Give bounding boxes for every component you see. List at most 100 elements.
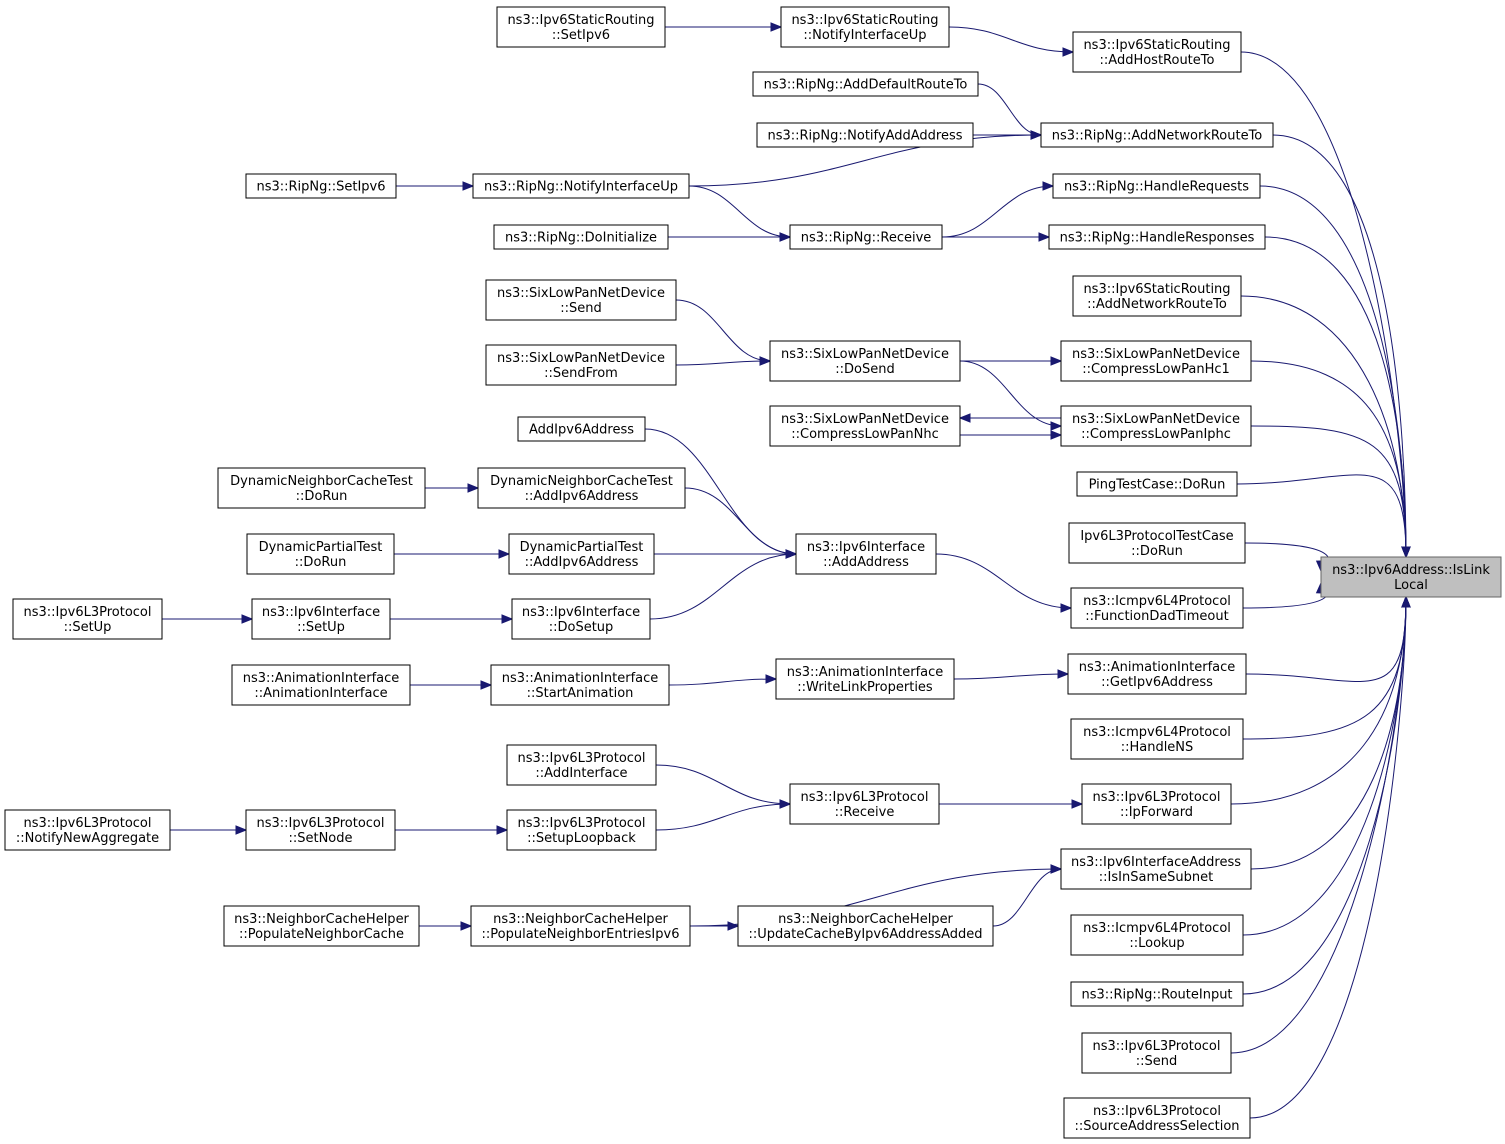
graph-node[interactable]: ns3::RipNg::HandleRequests: [1052, 173, 1261, 199]
graph-node[interactable]: ns3::Ipv6L3Protocol::NotifyNewAggregate: [4, 809, 171, 851]
node-label: ns3::Ipv6StaticRouting: [1083, 282, 1230, 297]
node-box: [795, 533, 937, 575]
graph-node[interactable]: ns3::SixLowPanNetDevice::CompressLowPanI…: [1060, 405, 1252, 447]
node-label: ns3::Ipv6StaticRouting: [507, 13, 654, 28]
graph-node[interactable]: ns3::RipNg::HandleResponses: [1048, 224, 1266, 250]
graph-node[interactable]: ns3::Ipv6StaticRouting::SetIpv6: [496, 6, 666, 48]
node-box: [517, 416, 646, 442]
node-box: [780, 6, 950, 48]
call-edge: [390, 614, 514, 624]
graph-node[interactable]: AddIpv6Address: [517, 416, 646, 442]
node-label: ::AddIpv6Address: [525, 489, 639, 504]
node-box: [477, 467, 686, 509]
node-label: ns3::RipNg::DoInitialize: [505, 231, 657, 246]
arrowhead: [779, 232, 792, 242]
node-label: ns3::Ipv6Interface: [262, 605, 380, 620]
graph-node[interactable]: ns3::RipNg::RouteInput: [1070, 981, 1244, 1007]
node-label: DynamicNeighborCacheTest: [490, 474, 673, 489]
node-box: [246, 533, 395, 575]
node-label: ns3::AnimationInterface: [1079, 660, 1236, 675]
graph-node[interactable]: ns3::Ipv6InterfaceAddress::IsInSameSubne…: [1060, 848, 1252, 890]
call-edge: [1242, 595, 1411, 740]
graph-node[interactable]: PingTestCase::DoRun: [1076, 471, 1238, 497]
node-label: ::SetUp: [64, 620, 112, 635]
graph-node[interactable]: ns3::Ipv6L3Protocol::Send: [1081, 1032, 1232, 1074]
graph-node[interactable]: DynamicNeighborCacheTest::AddIpv6Address: [477, 467, 686, 509]
call-edge: [396, 181, 475, 191]
node-label: DynamicPartialTest: [520, 540, 644, 555]
node-label: ::SetIpv6: [552, 28, 610, 43]
graph-node[interactable]: ns3::RipNg::DoInitialize: [493, 224, 669, 250]
call-edge: [1264, 236, 1411, 559]
node-label: ns3::Icmpv6L4Protocol: [1083, 921, 1231, 936]
graph-node[interactable]: DynamicPartialTest::DoRun: [246, 533, 395, 575]
node-box: [12, 598, 163, 640]
graph-node[interactable]: ns3::SixLowPanNetDevice::SendFrom: [485, 344, 677, 386]
graph-node[interactable]: ns3::RipNg::NotifyAddAddress: [756, 122, 974, 148]
graph-node[interactable]: ns3::Ipv6L3Protocol::Receive: [789, 783, 940, 825]
node-box: [1070, 914, 1244, 956]
node-label: ns3::SixLowPanNetDevice: [1072, 347, 1240, 362]
graph-node[interactable]: ns3::AnimationInterface::GetIpv6Address: [1067, 653, 1247, 695]
call-edge: [942, 232, 1051, 242]
node-box: [1070, 981, 1244, 1007]
arrowhead: [759, 356, 772, 366]
graph-node[interactable]: ns3::Icmpv6L4Protocol::HandleNS: [1070, 718, 1244, 760]
node-box: [485, 279, 677, 321]
graph-node[interactable]: ns3::NeighborCacheHelper::UpdateCacheByI…: [737, 905, 994, 947]
node-label: ns3::Icmpv6L4Protocol: [1083, 594, 1231, 609]
graph-node[interactable]: ns3::SixLowPanNetDevice::CompressLowPanN…: [769, 405, 961, 447]
graph-node[interactable]: ns3::Ipv6Interface::AddAddress: [795, 533, 937, 575]
node-label: ::AnimationInterface: [254, 686, 387, 701]
graph-node[interactable]: ns3::RipNg::Receive: [789, 224, 943, 250]
node-label: ns3::SixLowPanNetDevice: [1072, 412, 1240, 427]
graph-node[interactable]: ns3::Ipv6StaticRouting::AddNetworkRouteT…: [1072, 275, 1242, 317]
graph-node[interactable]: ns3::Icmpv6L4Protocol::Lookup: [1070, 914, 1244, 956]
graph-node[interactable]: ns3::RipNg::SetIpv6: [245, 173, 397, 199]
node-label: ::AddNetworkRouteTo: [1087, 297, 1227, 312]
graph-node[interactable]: ns3::Ipv6Interface::SetUp: [251, 598, 391, 640]
graph-node[interactable]: Ipv6L3ProtocolTestCase::DoRun: [1068, 522, 1246, 564]
graph-node[interactable]: ns3::Ipv6L3Protocol::SetupLoopback: [506, 809, 657, 851]
node-label: ::IsInSameSubnet: [1099, 870, 1213, 885]
node-box: [737, 905, 994, 947]
graph-node[interactable]: DynamicNeighborCacheTest::DoRun: [217, 467, 426, 509]
node-label: ::StartAnimation: [527, 686, 634, 701]
node-label: ns3::RipNg::AddDefaultRouteTo: [764, 78, 968, 93]
graph-node[interactable]: DynamicPartialTest::AddIpv6Address: [508, 533, 655, 575]
graph-node[interactable]: ns3::RipNg::AddNetworkRouteTo: [1040, 122, 1274, 148]
graph-node[interactable]: ns3::AnimationInterface::AnimationInterf…: [231, 664, 411, 706]
node-label: ::UpdateCacheByIpv6AddressAdded: [748, 927, 982, 942]
graph-node[interactable]: ns3::Ipv6StaticRouting::AddHostRouteTo: [1072, 31, 1242, 73]
node-label: ns3::RipNg::SetIpv6: [256, 180, 385, 195]
graph-node[interactable]: ns3::RipNg::AddDefaultRouteTo: [752, 71, 979, 97]
graph-node[interactable]: ns3::Ipv6Interface::DoSetup: [511, 598, 651, 640]
graph-node[interactable]: ns3::Ipv6L3Protocol::IpForward: [1081, 783, 1232, 825]
graph-node[interactable]: ns3::Icmpv6L4Protocol::FunctionDadTimeou…: [1070, 587, 1244, 629]
arrowhead: [1071, 799, 1084, 809]
graph-node[interactable]: ns3::SixLowPanNetDevice::CompressLowPanH…: [1060, 340, 1252, 382]
node-label: ::GetIpv6Address: [1101, 675, 1213, 690]
graph-node[interactable]: ns3::SixLowPanNetDevice::DoSend: [769, 340, 961, 382]
arrowhead: [765, 674, 778, 684]
graph-node[interactable]: ns3::Ipv6L3Protocol::AddInterface: [506, 744, 657, 786]
node-box: [1060, 405, 1252, 447]
graph-node[interactable]: ns3::Ipv6L3Protocol::SetUp: [12, 598, 163, 640]
graph-node[interactable]: ns3::AnimationInterface::StartAnimation: [490, 664, 670, 706]
graph-node[interactable]: ns3::Ipv6L3Protocol::SourceAddressSelect…: [1063, 1097, 1251, 1139]
call-edge: [675, 356, 772, 366]
node-box: [756, 122, 974, 148]
node-label: ::SourceAddressSelection: [1074, 1119, 1239, 1134]
node-label: ::CompressLowPanNhc: [791, 427, 938, 442]
node-label: ns3::RipNg::AddNetworkRouteTo: [1052, 129, 1263, 144]
graph-node[interactable]: ns3::NeighborCacheHelper::PopulateNeighb…: [470, 905, 691, 947]
graph-node[interactable]: ns3::Ipv6StaticRouting::NotifyInterfaceU…: [780, 6, 950, 48]
graph-node[interactable]: ns3::Ipv6L3Protocol::SetNode: [245, 809, 396, 851]
graph-node[interactable]: ns3::AnimationInterface::WriteLinkProper…: [775, 658, 955, 700]
graph-node[interactable]: ns3::SixLowPanNetDevice::Send: [485, 279, 677, 321]
graph-node[interactable]: ns3::RipNg::NotifyInterfaceUp: [472, 173, 690, 199]
arrowhead: [1038, 232, 1051, 242]
graph-node[interactable]: ns3::NeighborCacheHelper::PopulateNeighb…: [223, 905, 420, 947]
node-label: ::DoSend: [835, 362, 894, 377]
